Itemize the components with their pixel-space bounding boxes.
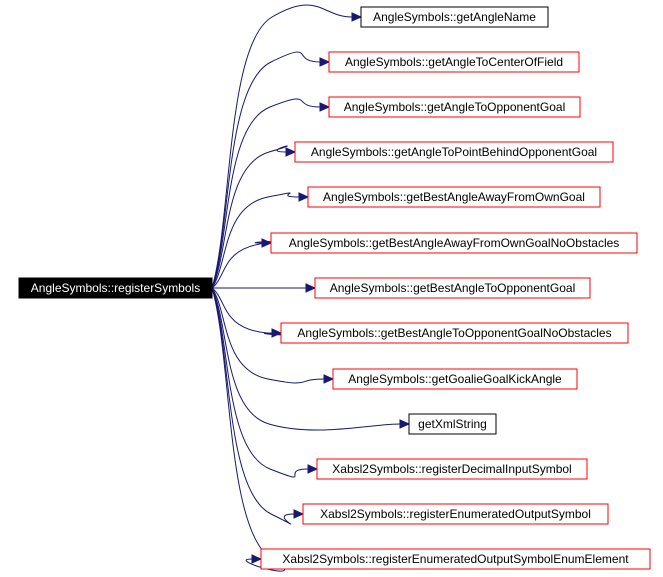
edge-arrowhead-10 — [399, 419, 411, 429]
target-node-label: Xabsl2Symbols::registerEnumeratedOutputS… — [320, 507, 591, 521]
target-node-box[interactable] — [360, 6, 549, 28]
edge-2 — [211, 51, 321, 289]
target-node-box[interactable] — [280, 322, 629, 344]
edge-arrowhead-2 — [319, 57, 331, 67]
edge-8 — [211, 287, 284, 336]
target-node-box[interactable] — [332, 368, 578, 390]
target-node-box[interactable] — [328, 96, 581, 118]
target-node-8[interactable]: AngleSymbols::getBestAngleToOpponentGoal… — [280, 322, 629, 344]
target-node-7[interactable]: AngleSymbols::getBestAngleToOpponentGoal — [314, 277, 591, 299]
target-node-label: AngleSymbols::getAngleToOpponentGoal — [344, 100, 565, 114]
target-node-2[interactable]: AngleSymbols::getAngleToCenterOfField — [328, 51, 580, 73]
edge-9 — [211, 287, 325, 384]
edge-4 — [211, 145, 288, 289]
target-node-box[interactable] — [316, 458, 588, 480]
source-node[interactable]: AngleSymbols::registerSymbols — [18, 277, 213, 299]
edge-5 — [211, 192, 300, 289]
target-node-box[interactable] — [307, 186, 601, 208]
nodes: AngleSymbols::registerSymbols AngleSymbo… — [18, 6, 651, 570]
edge-arrowhead-4 — [285, 147, 297, 157]
target-node-11[interactable]: Xabsl2Symbols::registerDecimalInputSymbo… — [316, 458, 588, 480]
target-node-13[interactable]: Xabsl2Symbols::registerEnumeratedOutputS… — [260, 548, 651, 570]
target-node-9[interactable]: AngleSymbols::getGoalieGoalKickAngle — [332, 368, 578, 390]
edge-arrowhead-13 — [251, 554, 263, 564]
target-node-label: AngleSymbols::getAngleToPointBehindOppon… — [311, 145, 597, 159]
target-node-6[interactable]: AngleSymbols::getBestAngleAwayFromOwnGoa… — [270, 232, 638, 254]
target-node-label: AngleSymbols::getAngleName — [373, 10, 536, 24]
edge-arrowhead-3 — [319, 102, 331, 112]
target-node-label: AngleSymbols::getBestAngleAwayFromOwnGoa… — [323, 190, 585, 204]
target-node-box[interactable] — [328, 51, 580, 73]
target-node-box[interactable] — [260, 548, 651, 570]
source-node-label: AngleSymbols::registerSymbols — [31, 281, 200, 295]
edge-arrowhead-11 — [307, 464, 319, 474]
source-node-box[interactable] — [18, 277, 213, 299]
edge-12 — [211, 287, 295, 525]
target-node-3[interactable]: AngleSymbols::getAngleToOpponentGoal — [328, 96, 581, 118]
target-node-box[interactable] — [408, 413, 497, 435]
target-node-box[interactable] — [314, 277, 591, 299]
target-node-1[interactable]: AngleSymbols::getAngleName — [360, 6, 549, 28]
target-node-label: Xabsl2Symbols::registerDecimalInputSymbo… — [332, 462, 571, 476]
edge-arrowhead-1 — [351, 12, 363, 22]
target-node-4[interactable]: AngleSymbols::getAngleToPointBehindOppon… — [294, 141, 614, 163]
target-node-label: AngleSymbols::getGoalieGoalKickAngle — [348, 372, 562, 386]
edges — [211, 4, 411, 572]
target-node-box[interactable] — [270, 232, 638, 254]
target-node-label: AngleSymbols::getBestAngleToOpponentGoal — [330, 281, 576, 295]
target-node-box[interactable] — [302, 503, 609, 525]
edge-arrowhead-12 — [293, 509, 305, 519]
edge-11 — [211, 287, 309, 478]
target-node-12[interactable]: Xabsl2Symbols::registerEnumeratedOutputS… — [302, 503, 609, 525]
target-node-box[interactable] — [294, 141, 614, 163]
target-node-label: AngleSymbols::getBestAngleAwayFromOwnGoa… — [289, 236, 620, 250]
edge-10 — [211, 287, 401, 431]
target-node-label: AngleSymbols::getAngleToCenterOfField — [345, 55, 563, 69]
edge-3 — [211, 98, 321, 289]
target-node-label: getXmlString — [418, 417, 487, 431]
edge-1 — [211, 4, 353, 289]
edge-arrowhead-8 — [271, 328, 283, 338]
edge-arrowhead-9 — [323, 374, 335, 384]
target-node-label: Xabsl2Symbols::registerEnumeratedOutputS… — [282, 552, 629, 566]
edge-arrowhead-7 — [305, 283, 317, 293]
edge-arrowhead-5 — [298, 192, 310, 202]
target-node-10[interactable]: getXmlString — [408, 413, 497, 435]
target-node-label: AngleSymbols::getBestAngleToOpponentGoal… — [297, 326, 611, 340]
edge-arrowhead-6 — [261, 238, 273, 248]
target-node-5[interactable]: AngleSymbols::getBestAngleAwayFromOwnGoa… — [307, 186, 601, 208]
